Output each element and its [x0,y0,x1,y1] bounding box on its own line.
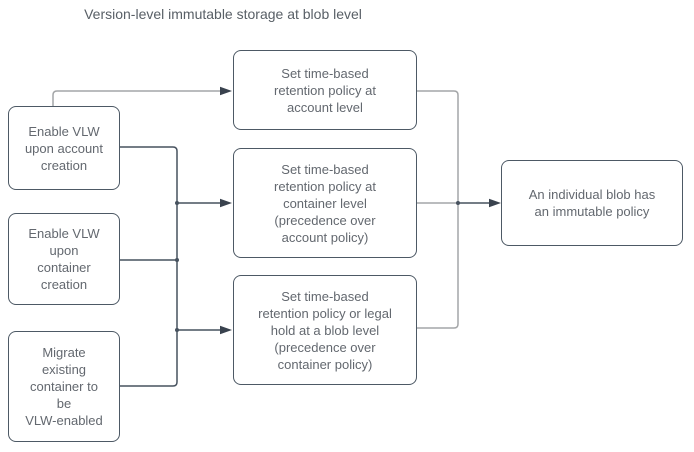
node-retention-account-level: Set time-based retention policy at accou… [233,50,417,130]
node-retention-container-level: Set time-based retention policy at conta… [233,148,417,258]
junction-dot [175,328,179,332]
node-enable-vlw-account-creation: Enable VLW upon account creation [8,106,120,190]
edge-left-collector [120,146,178,387]
junction-dot [175,258,179,262]
diagram-title: Version-level immutable storage at blob … [84,6,362,22]
arrowhead-account-policy [220,86,232,96]
node-migrate-existing-container: Migrate existing container to be VLW-ena… [8,331,120,442]
edge-right-collector [417,90,459,329]
edge-account-creation-to-account-policy [52,90,221,106]
arrowhead-result [489,198,501,208]
node-blob-immutable-policy: An individual blob has an immutable poli… [501,160,683,246]
junction-dot [456,201,460,205]
arrowhead-container-policy [220,198,232,208]
node-retention-blob-level: Set time-based retention policy or legal… [233,275,417,385]
arrowhead-blob-policy [220,325,232,335]
node-enable-vlw-container-creation: Enable VLW upon container creation [8,213,120,305]
junction-dot [175,201,179,205]
